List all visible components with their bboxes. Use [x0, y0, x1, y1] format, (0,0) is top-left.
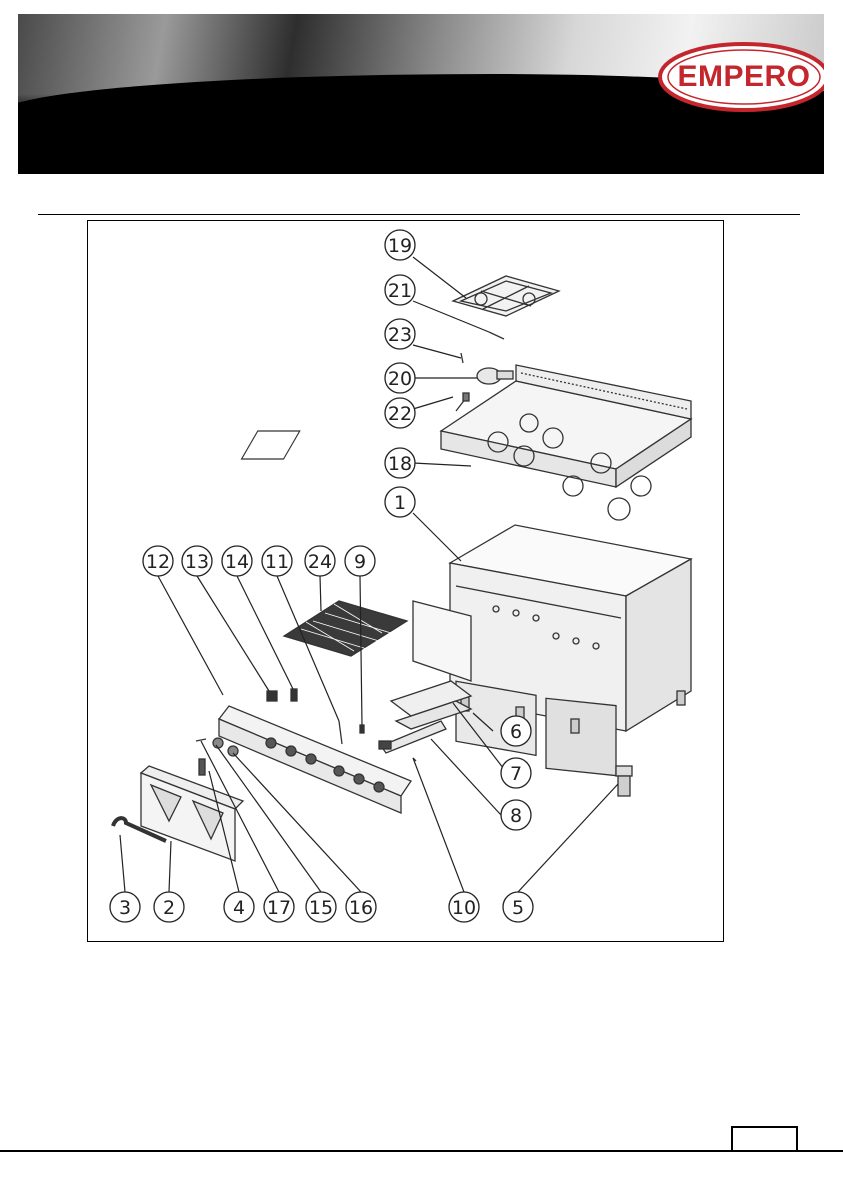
- svg-text:24: 24: [308, 551, 332, 573]
- svg-text:17: 17: [267, 897, 291, 919]
- svg-text:23: 23: [388, 324, 412, 346]
- svg-text:18: 18: [388, 453, 412, 475]
- exploded-diagram-frame: 19 21 23 20 22 18 1 12 13 14 11 24 9 6 7…: [87, 220, 724, 942]
- callout-13: 13: [182, 546, 212, 576]
- callout-4: 4: [224, 892, 254, 922]
- callout-22: 22: [385, 398, 415, 428]
- callout-14: 14: [222, 546, 252, 576]
- burner-grate-part: [453, 276, 559, 316]
- callout-2: 2: [154, 892, 184, 922]
- svg-text:2: 2: [163, 897, 175, 919]
- svg-text:16: 16: [349, 897, 373, 919]
- svg-text:12: 12: [146, 551, 170, 573]
- empero-logo: EMPERO: [658, 42, 824, 112]
- adjustable-foot-part: [616, 766, 632, 796]
- cooktop-part: [242, 365, 691, 520]
- svg-text:1: 1: [394, 492, 406, 514]
- logo-text: EMPERO: [658, 60, 824, 94]
- svg-text:8: 8: [510, 805, 522, 827]
- thermocouple-part: [456, 393, 469, 411]
- callout-1: 1: [385, 487, 415, 517]
- svg-text:15: 15: [309, 897, 333, 919]
- callout-18: 18: [385, 448, 415, 478]
- callout-24: 24: [305, 546, 335, 576]
- footer-rule: [0, 1150, 843, 1152]
- header-banner: EMPERO: [18, 14, 824, 174]
- svg-text:7: 7: [510, 763, 522, 785]
- svg-text:19: 19: [388, 235, 412, 257]
- callout-6: 6: [501, 716, 531, 746]
- page-number-tab: [731, 1126, 798, 1150]
- svg-text:13: 13: [185, 551, 209, 573]
- control-panel-part: [219, 706, 411, 813]
- svg-text:10: 10: [452, 897, 476, 919]
- callout-21: 21: [385, 275, 415, 305]
- part-21: [489, 332, 504, 339]
- callout-8: 8: [501, 800, 531, 830]
- range-body-part: [450, 525, 691, 776]
- oven-rack-part: [284, 601, 407, 656]
- svg-text:6: 6: [510, 721, 522, 743]
- svg-text:11: 11: [265, 551, 289, 573]
- svg-text:21: 21: [388, 280, 412, 302]
- callout-5: 5: [503, 892, 533, 922]
- callout-17: 17: [264, 892, 294, 922]
- callout-3: 3: [110, 892, 140, 922]
- gas-valve-part: [477, 368, 513, 384]
- svg-text:5: 5: [512, 897, 524, 919]
- section-rule: [38, 214, 800, 215]
- svg-text:20: 20: [388, 368, 412, 390]
- callout-10: 10: [449, 892, 479, 922]
- callout-16: 16: [346, 892, 376, 922]
- svg-text:14: 14: [225, 551, 249, 573]
- part-23: [461, 353, 463, 363]
- callout-20: 20: [385, 363, 415, 393]
- svg-text:4: 4: [233, 897, 245, 919]
- callout-15: 15: [306, 892, 336, 922]
- callout-11: 11: [262, 546, 292, 576]
- exploded-view-diagram: 19 21 23 20 22 18 1 12 13 14 11 24 9 6 7…: [88, 221, 722, 940]
- callout-19: 19: [385, 230, 415, 260]
- callout-7: 7: [501, 758, 531, 788]
- svg-text:22: 22: [388, 403, 412, 425]
- callout-23: 23: [385, 319, 415, 349]
- svg-text:9: 9: [354, 551, 366, 573]
- callout-9: 9: [345, 546, 375, 576]
- callout-12: 12: [143, 546, 173, 576]
- svg-text:3: 3: [119, 897, 131, 919]
